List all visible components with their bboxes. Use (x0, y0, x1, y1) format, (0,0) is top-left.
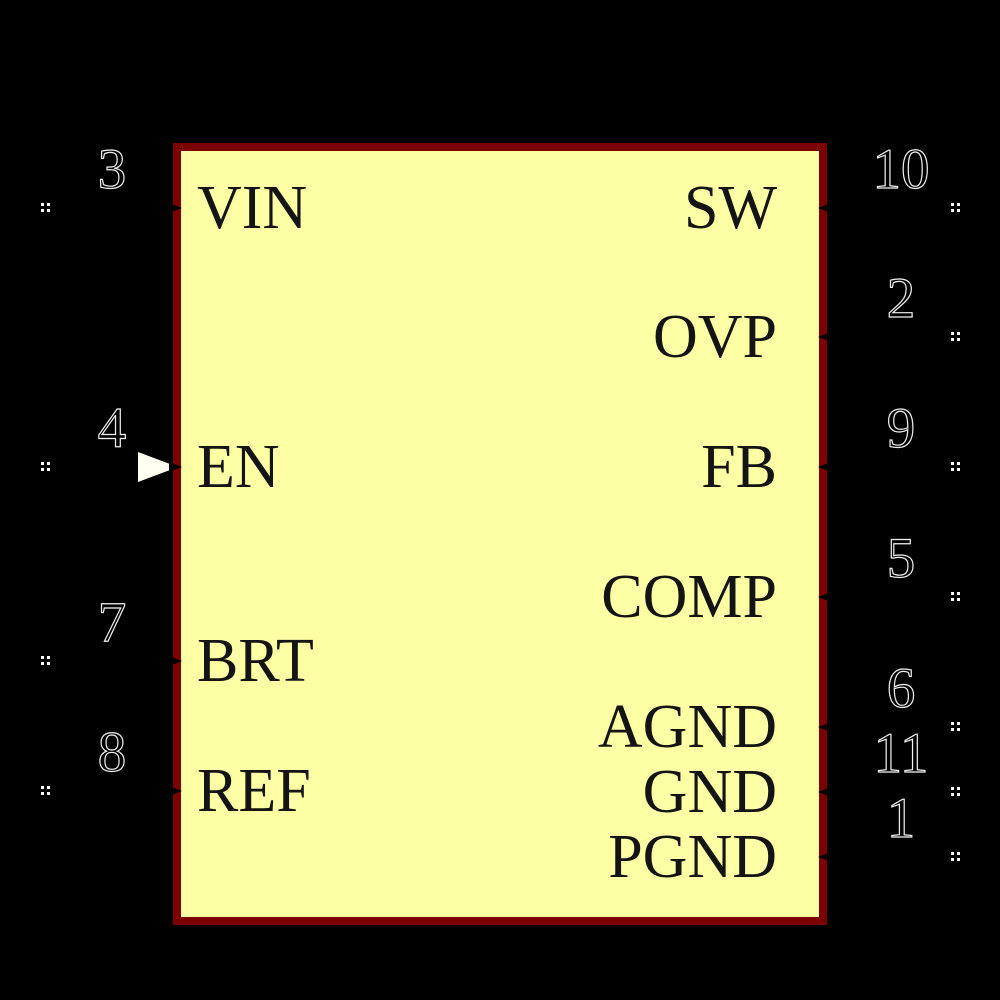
pin-endpoint-dots-icon (951, 787, 960, 796)
pin-number: 8 (97, 721, 127, 784)
pin-number: 11 (873, 722, 929, 785)
input-arrow-icon (138, 452, 178, 482)
pin-endpoint-dots-icon (41, 656, 50, 665)
pin-endpoint-dots-icon (951, 203, 960, 212)
pin-wire (52, 789, 172, 794)
pin-number: 7 (97, 591, 127, 654)
pin-endpoint-dots-icon (41, 462, 50, 471)
pin-number: 5 (886, 527, 916, 590)
pin-endpoint-dots-icon (41, 786, 50, 795)
pin-endpoint-dots-icon (951, 852, 960, 861)
pin-wire (828, 465, 950, 470)
pin-number: 2 (886, 267, 916, 330)
pin-number: 9 (886, 397, 916, 460)
pin-number: 6 (886, 657, 916, 720)
pin-number: 10 (872, 138, 930, 201)
ic-symbol-body[interactable] (173, 143, 827, 925)
pin-endpoint-dots-icon (951, 462, 960, 471)
pin-number: 3 (97, 138, 127, 201)
pin-wire (828, 206, 950, 211)
pin-wire (52, 206, 172, 211)
pin-wire (52, 465, 172, 470)
pin-wire (828, 855, 950, 860)
pin-wire (828, 595, 950, 600)
pin-endpoint-dots-icon (951, 332, 960, 341)
pin-endpoint-dots-icon (951, 722, 960, 731)
pin-wire (828, 725, 950, 730)
pin-endpoint-dots-icon (951, 592, 960, 601)
pin-wire (52, 659, 172, 664)
pin-number: 4 (97, 397, 127, 460)
pin-number: 1 (886, 787, 916, 850)
pin-endpoint-dots-icon (41, 203, 50, 212)
pin-wire (828, 335, 950, 340)
pin-wire (828, 790, 950, 795)
